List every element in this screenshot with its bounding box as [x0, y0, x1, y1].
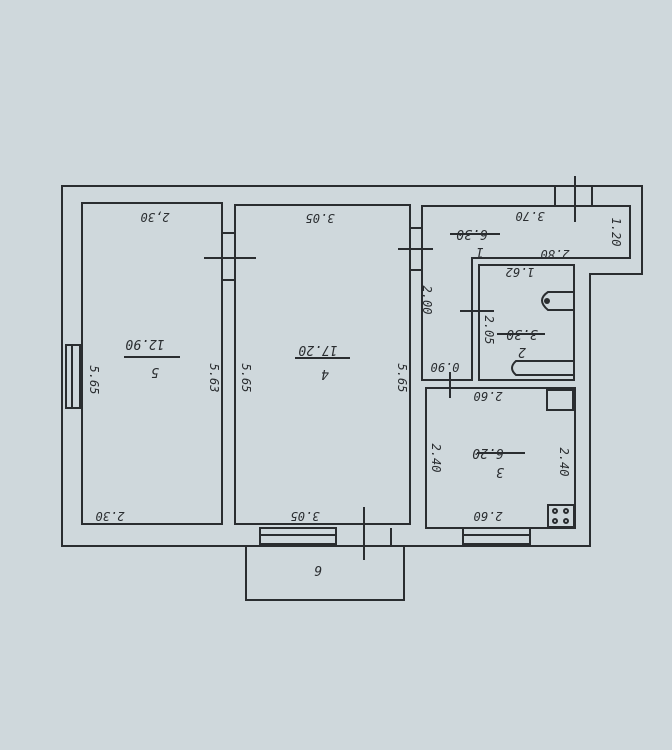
room-3-number: 3 [496, 464, 505, 479]
room-3-area: 6.20 [472, 445, 503, 460]
room-1-area: 6.30 [456, 226, 487, 241]
room-3-dim-bottom: 2.60 [474, 509, 503, 523]
area-lines [124, 233, 545, 454]
bathtub-icon [511, 360, 574, 376]
windows [65, 344, 531, 545]
fixtures [511, 291, 575, 528]
room-4-number: 4 [321, 366, 329, 381]
room-1-dim-right: 1.20 [609, 218, 623, 247]
door-marks [204, 176, 593, 560]
room-3-dim-top: 2.60 [474, 389, 503, 403]
room-4-dim-left: 5.65 [239, 364, 253, 393]
balcony-walls [245, 545, 405, 601]
room-5-dim-right: 5.63 [207, 364, 221, 393]
room-5-dim-left: 5.65 [87, 366, 101, 395]
outer-wall [61, 185, 643, 547]
room-2-number: 2 [518, 344, 526, 359]
room-3-dim-right: 2.40 [557, 448, 571, 477]
sink-icon [546, 389, 574, 411]
room-5-area: 12.90 [125, 336, 164, 351]
balcony-number: 6 [314, 562, 322, 577]
room-4-dim-right: 5.65 [395, 364, 409, 393]
room-4-dim-top: 3.05 [306, 211, 336, 225]
room-1-dim-small: 0.90 [431, 360, 460, 374]
room-4-walls [234, 204, 411, 525]
room-4-dim-bottom: 3.05 [291, 509, 321, 523]
room-2-bathroom-walls [478, 264, 575, 381]
room-5-dim-bottom: 2.30 [96, 509, 125, 523]
room-1-dim-top: 3.70 [516, 209, 546, 223]
stove-icon [547, 504, 575, 528]
room-2-dim-left: 2.05 [482, 316, 496, 345]
room-1-hallway-walls [421, 205, 631, 381]
room-2-dim-top: 1.62 [506, 265, 535, 279]
room-5-walls [81, 202, 223, 525]
toilet-icon [541, 291, 574, 311]
room-1-dim-left: 2.00 [420, 286, 434, 315]
room-5-dim-top: 2,30 [141, 210, 170, 224]
room-1-number: 1 [476, 244, 484, 259]
room-2-area: 3.30 [506, 326, 538, 341]
room-5-number: 5 [151, 364, 159, 379]
room-1-dim-bottom: 2.80 [541, 247, 570, 261]
room-3-dim-left: 2.40 [429, 444, 443, 473]
room-4-area: 17.20 [298, 342, 337, 357]
